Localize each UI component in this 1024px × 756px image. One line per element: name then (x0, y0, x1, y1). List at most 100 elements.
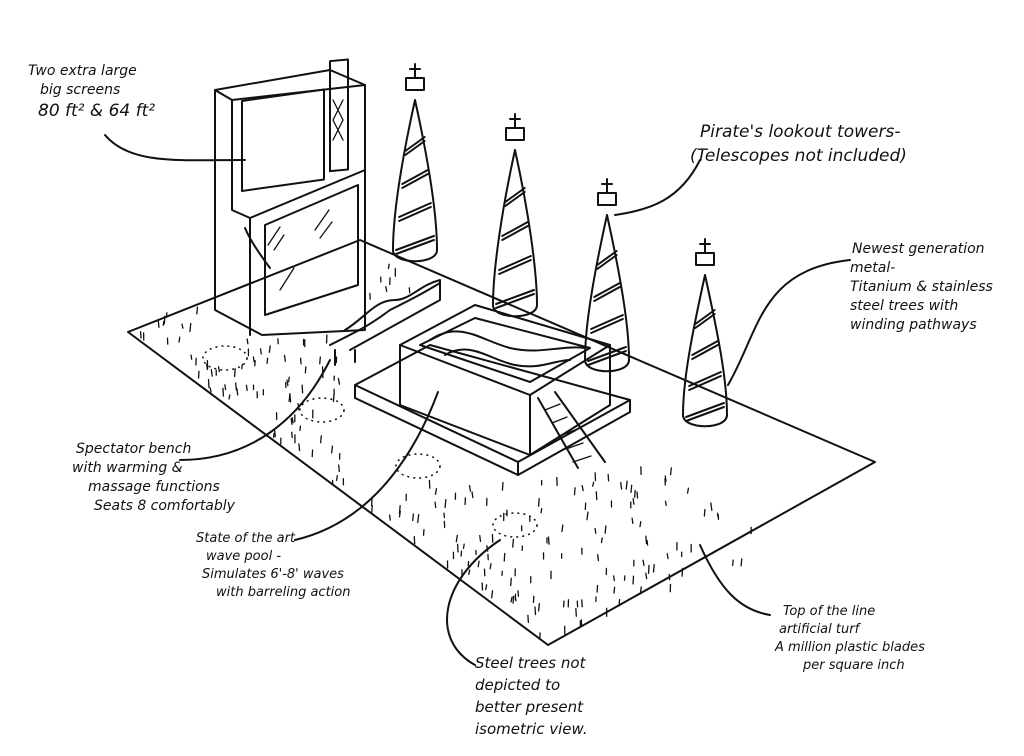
turf-blade (537, 602, 541, 612)
spectator-bench (329, 279, 441, 366)
turf-blade (298, 443, 301, 452)
turf-blade (246, 338, 249, 345)
turf-blade (510, 596, 513, 603)
turf-blade (639, 521, 642, 528)
leader-lines (104, 134, 851, 666)
turf-blade (512, 538, 515, 548)
turf-blade (625, 480, 628, 490)
turf-blade (335, 474, 338, 482)
winding-pathway (504, 187, 526, 207)
winding-pathway (401, 169, 429, 189)
lookout-tower (584, 178, 630, 373)
turf-blade (501, 481, 504, 491)
mast-icon (409, 63, 421, 79)
label-line: isometric view. (475, 720, 588, 738)
turf-blade (534, 606, 537, 616)
turf-blade (245, 384, 248, 392)
winding-pathway (691, 340, 719, 360)
label-line: massage functions (88, 479, 220, 495)
winding-pathway (596, 250, 618, 270)
turf-blade (652, 563, 655, 573)
turf-blade (645, 535, 648, 545)
turf-blade (537, 497, 540, 507)
turf-blade (594, 527, 597, 534)
winding-pathway (593, 282, 621, 302)
winding-pathway (587, 346, 627, 366)
turf-blade (224, 384, 227, 391)
turf-blade (291, 417, 294, 424)
turf-blade (338, 464, 341, 473)
turf-blade (434, 487, 438, 495)
turf-blade (620, 481, 623, 490)
turf-blade (286, 379, 289, 387)
turf-blade (337, 377, 341, 385)
turf-blade (613, 586, 616, 594)
turf-blade (517, 590, 520, 597)
turf-blade (632, 497, 635, 505)
turf-blade (527, 614, 530, 624)
label-line: per square inch (803, 658, 905, 673)
turf-blade (139, 331, 142, 339)
winding-pathway (694, 309, 716, 329)
turf-blade (236, 388, 239, 396)
turf-blade (181, 323, 184, 329)
turf-blade (455, 534, 458, 543)
lookout-tower (392, 63, 438, 263)
label-line: metal- (850, 260, 896, 276)
turf-blade (547, 536, 550, 545)
turf-blade (479, 534, 482, 543)
turf-blade (642, 559, 645, 567)
lookout-nest (405, 77, 425, 91)
turf-blades (139, 263, 752, 639)
mast-icon (601, 178, 613, 194)
turf-blade (252, 356, 255, 363)
label-line: Pirate's lookout towers- (700, 122, 901, 142)
turf-blade (514, 595, 517, 602)
turf-blade (633, 489, 636, 498)
lookout-nest (505, 127, 525, 141)
label-line: Top of the line (783, 604, 876, 619)
lookout-tower (492, 113, 538, 318)
annotation-towers: Pirate's lookout towers-(Telescopes not … (690, 120, 907, 168)
turf-blade (206, 363, 209, 371)
label-line: winding pathways (850, 317, 977, 333)
turf-blade (586, 511, 589, 521)
lookout-nest (695, 252, 715, 266)
turf-blade (235, 382, 238, 391)
label-line: depicted to (475, 676, 561, 694)
dotted-circle (202, 345, 248, 371)
label-line: State of the art (196, 531, 296, 546)
turf-blade (740, 558, 743, 567)
turf-blade (666, 553, 669, 560)
turf-blade (162, 320, 165, 326)
turf-blade (196, 306, 199, 315)
turf-blade (468, 485, 472, 492)
turf-blade (209, 387, 212, 393)
turf-blade (471, 491, 474, 499)
turf-blade (210, 369, 213, 377)
label-line: Seats 8 comfortably (94, 498, 235, 514)
turf-blade (288, 392, 291, 403)
turf-blade (273, 429, 276, 438)
turf-blade (189, 322, 192, 333)
turf-blade (299, 357, 302, 365)
turf-blade (385, 285, 388, 293)
winding-pathway (395, 235, 435, 255)
turf-blade (710, 502, 713, 511)
turf-blade (592, 481, 595, 487)
turf-blade (669, 467, 673, 476)
pirate-lookout-towers (392, 63, 728, 428)
dotted-circle (395, 453, 441, 479)
turf-blade (412, 513, 415, 522)
turf-blade (510, 577, 512, 587)
turf-blade (573, 487, 576, 496)
turf-blade (600, 537, 603, 544)
winding-pathway (404, 136, 426, 156)
turf-blade (639, 586, 642, 594)
turf-blade (290, 418, 293, 425)
